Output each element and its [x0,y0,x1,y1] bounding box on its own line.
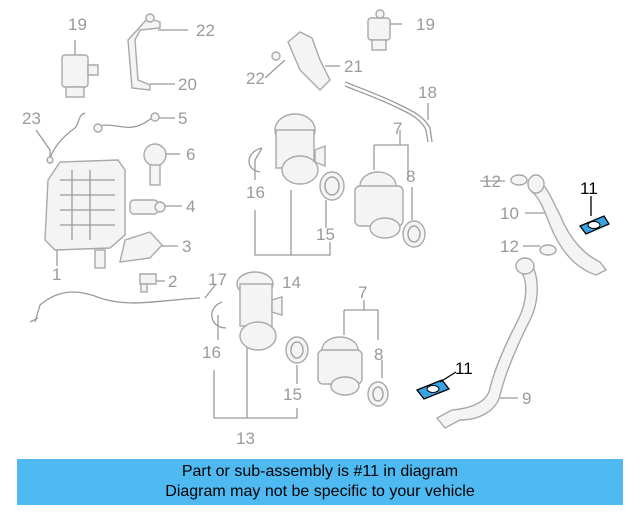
valve-assembly-part-7 [354,171,404,239]
callout-21: 21 [344,57,363,76]
highlighted-gasket-part-11-lower [415,379,451,400]
gasket-part-15 [319,171,345,201]
gasket-part-12 [510,174,557,256]
valve-assembly-part-7-lower [317,336,363,396]
vacuum-hose-part-5 [93,112,160,133]
vacuum-line-part-17 [29,291,201,323]
callout-23: 23 [22,109,41,128]
gasket-part-8-lower [367,381,389,407]
connector-part-2 [139,273,157,293]
part-info-banner: Part or sub-assembly is #11 in diagram D… [17,459,623,505]
egr-pipe-part-10 [527,174,608,276]
vacuum-hose-part-23 [46,112,86,164]
callout-16a: 16 [246,183,265,202]
egr-pipe-part-9 [435,257,538,429]
callout-14: 14 [282,273,301,292]
highlighted-gasket-part-11-upper [578,215,610,235]
charcoal-canister-part-1 [44,159,126,269]
clamp-part-16-lower [211,301,227,329]
callout-10: 10 [500,204,519,223]
egr-valve-part-13 [236,271,283,351]
callout-19b: 19 [416,15,435,34]
callout-8a: 8 [406,167,415,186]
callout-4: 4 [186,197,195,216]
highlight-leader-lines [439,196,592,383]
callout-22a: 22 [196,21,215,40]
callout-3: 3 [182,237,191,256]
bracket-part-20 [127,13,161,91]
control-valve-part-4 [129,199,166,215]
callout-9: 9 [522,389,531,408]
callout-12b: 12 [500,237,519,256]
part-number-caption: Part or sub-assembly is #11 in diagram [181,463,459,480]
callout-7b: 7 [358,283,367,302]
vacuum-pipe-part-18 [344,81,433,143]
control-valve-part-6 [143,143,167,186]
callout-2: 2 [168,272,177,291]
callout-13: 13 [236,429,255,448]
callout-16b: 16 [202,343,221,362]
callout-5: 5 [178,109,187,128]
callout-labels: 19 22 20 23 5 6 4 3 2 1 17 19 22 21 18 7… [22,15,598,448]
gasket-part-8 [402,220,426,248]
bracket-part-21 [271,31,331,91]
callout-15a: 15 [316,225,335,244]
exploded-parts-diagram: 19 22 20 23 5 6 4 3 2 1 17 19 22 21 18 7… [22,9,610,448]
callout-6: 6 [186,145,195,164]
bracket-part-3 [119,231,163,263]
callout-11a: 11 [580,179,598,198]
callout-17: 17 [208,270,227,289]
clamp-part-16 [248,147,263,173]
egr-valve-part-14 [274,113,326,185]
callout-8b: 8 [374,345,383,364]
callout-15b: 15 [283,385,302,404]
gasket-part-15-lower [285,336,309,364]
callout-20: 20 [178,75,197,94]
callout-18: 18 [418,83,437,102]
callout-12a: 12 [482,172,501,191]
callout-11b: 11 [455,359,473,378]
solenoid-valve-part-19-right [367,9,391,51]
vehicle-disclaimer-caption: Diagram may not be specific to your vehi… [165,483,475,500]
callout-22b: 22 [246,69,265,88]
callout-19a: 19 [68,15,87,34]
leader-lines [35,23,545,419]
solenoid-valve-part-19 [61,54,99,98]
callout-7a: 7 [393,119,402,138]
callout-1: 1 [52,265,61,284]
